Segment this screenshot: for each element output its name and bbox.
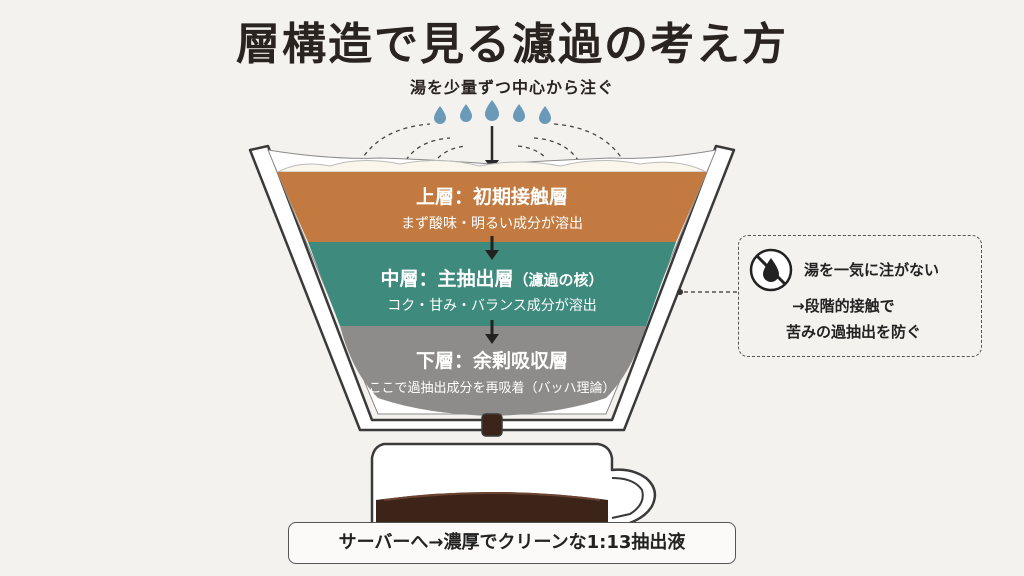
water-drops bbox=[434, 100, 551, 124]
layer-top-text: 上層：初期接触層 まず酸味・明るい成分が溶出 bbox=[300, 182, 684, 233]
no-pour-icon bbox=[749, 248, 793, 292]
layer-middle-title-suffix: （濾過の核） bbox=[513, 271, 604, 289]
note-line-2: →段階的接触で bbox=[792, 297, 895, 315]
foam-surface bbox=[277, 159, 707, 173]
flow-arrow-icon bbox=[485, 250, 499, 260]
layer-top bbox=[277, 172, 707, 242]
page-title: 層構造で見る濾過の考え方 bbox=[236, 19, 788, 70]
water-drop-icon bbox=[460, 104, 472, 122]
layer-middle-desc: コク・甘み・バランス成分が溶出 bbox=[387, 298, 597, 314]
note-line-3: 苦みの過抽出を防ぐ bbox=[786, 323, 922, 341]
layer-middle bbox=[308, 242, 676, 326]
layer-bottom-desc: ここで過抽出成分を再吸着（バッハ理論） bbox=[368, 381, 616, 396]
layer-middle-title: 中層：主抽出層 bbox=[380, 268, 514, 290]
water-drop-icon bbox=[513, 104, 525, 122]
water-drop-icon bbox=[485, 100, 499, 121]
pour-instruction: 湯を少量ずつ中心から注ぐ bbox=[409, 78, 614, 97]
result-label: サーバーへ→濃厚でクリーンな1:13抽出液 bbox=[288, 522, 736, 564]
layer-bottom bbox=[340, 326, 646, 416]
flow-arrow-icon bbox=[485, 334, 499, 344]
layer-middle-text: 中層：主抽出層（濾過の核） コク・甘み・バランス成分が溶出 bbox=[300, 264, 684, 315]
dripper-outline bbox=[248, 144, 736, 432]
ripple-lines bbox=[359, 123, 625, 163]
water-drop-icon bbox=[539, 106, 551, 124]
note-box bbox=[738, 235, 982, 357]
dripper-outlet bbox=[481, 413, 503, 437]
layer-bottom-text: 下層：余剰吸収層 ここで過抽出成分を再吸着（バッハ理論） bbox=[300, 346, 684, 396]
layer-top-desc: まず酸味・明るい成分が溶出 bbox=[401, 216, 583, 232]
note-line-1: 湯を一気に注がない bbox=[804, 261, 940, 279]
layer-bottom-title: 下層：余剰吸収層 bbox=[415, 350, 568, 372]
layer-top-title: 上層：初期接触層 bbox=[415, 186, 568, 208]
water-drop-icon bbox=[434, 106, 446, 124]
